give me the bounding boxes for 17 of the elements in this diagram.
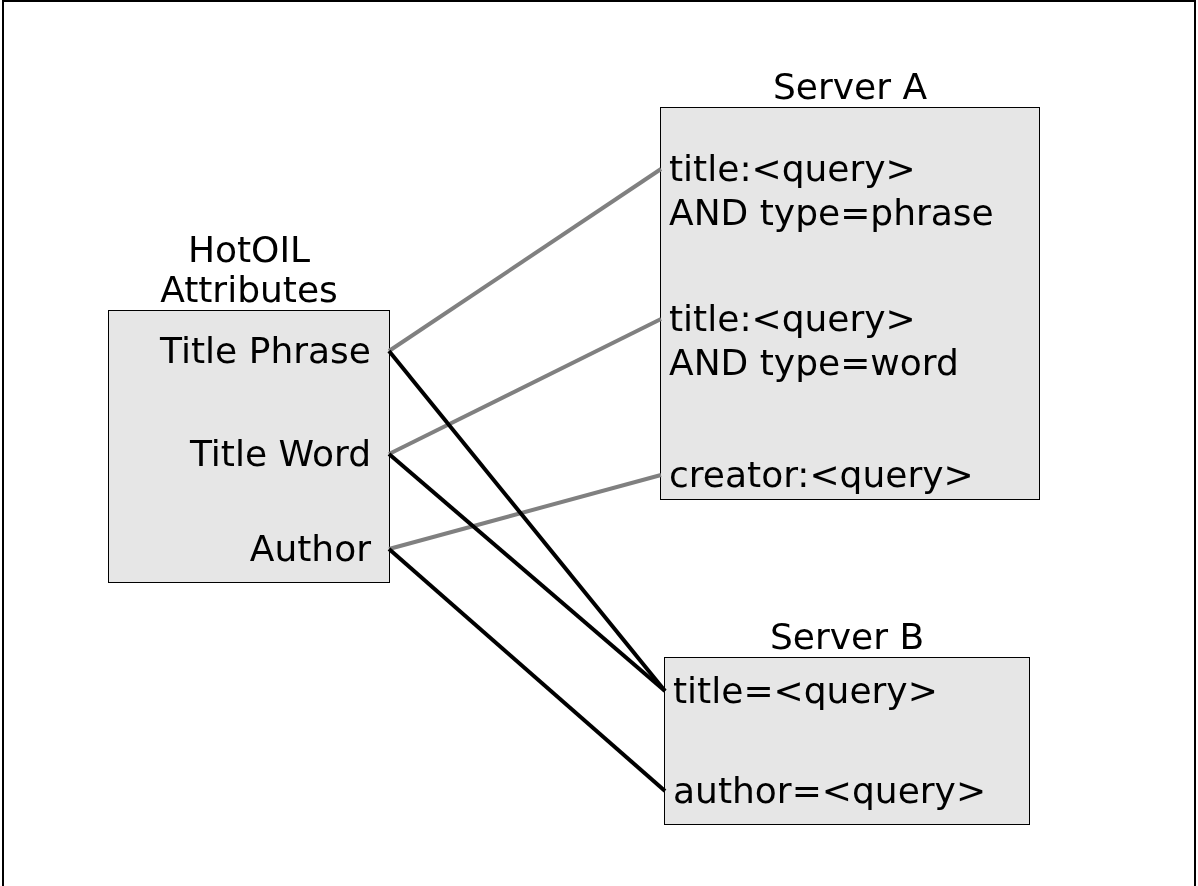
connector-line <box>387 349 667 693</box>
box-heading: Server B <box>768 617 926 657</box>
attribute-label: creator:<query> <box>661 453 1039 497</box>
attribute-label: Title Phrase <box>109 329 389 373</box>
attribute-label: Author <box>109 527 389 571</box>
attribute-label: author=<query> <box>665 769 1029 813</box>
connector-line <box>388 317 662 456</box>
attribute-label: title:<query> AND type=phrase <box>661 147 1039 235</box>
connector-line <box>388 473 662 551</box>
connector-line <box>387 547 667 793</box>
attribute-label: title=<query> <box>665 669 1029 713</box>
attribute-label: Title Word <box>109 432 389 476</box>
box-heading: HotOIL Attributes <box>159 230 339 310</box>
connector-line <box>387 167 663 353</box>
box-heading: Server A <box>771 67 929 107</box>
connector-line <box>387 452 667 693</box>
attribute-label: title:<query> AND type=word <box>661 297 1039 385</box>
